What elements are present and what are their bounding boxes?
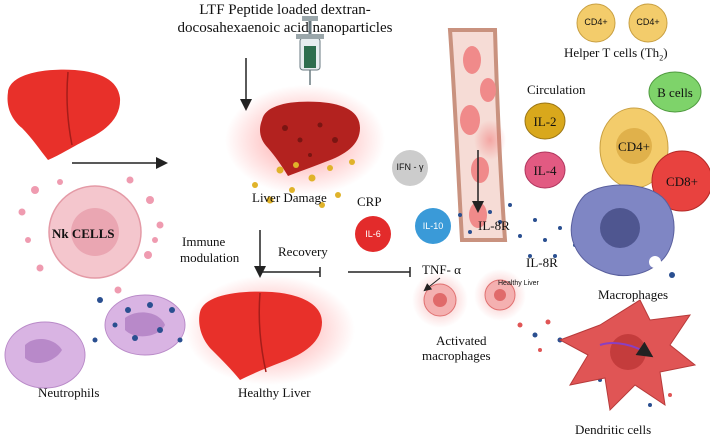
il10-label: IL-10: [422, 221, 444, 231]
nk-cells-label: Nk CELLS: [52, 226, 115, 241]
immune-label-2: modulation: [180, 250, 240, 265]
dendritic-label: Dendritic cells: [575, 422, 652, 437]
dendritic-cell-icon: [558, 299, 697, 412]
il8r-label-2: IL-8R: [526, 255, 558, 270]
nk-cell-icon: [18, 176, 164, 294]
il2-label: IL-2: [533, 114, 557, 129]
macrophages-label: Macrophages: [598, 287, 669, 302]
recovery-label: Recovery: [278, 244, 328, 259]
damaged-liver-icon: [225, 85, 385, 195]
il10-bubble: [415, 208, 451, 244]
activated-label-1: Activated: [436, 333, 487, 348]
ifn-gamma-label: IFN - γ: [396, 162, 424, 172]
b-cell: [648, 71, 702, 113]
activated-label-2: macrophages: [422, 348, 491, 363]
il6-bubble: [355, 216, 391, 252]
il4-label: IL-4: [533, 163, 557, 178]
macrophage-icon: [570, 184, 675, 278]
neutrophils-label: Neutrophils: [38, 385, 100, 400]
small-healthy-liver-label: Healthy Liver: [498, 280, 539, 287]
cd4-small-b-label: CD4+: [636, 17, 660, 27]
title-line-1: LTF Peptide loaded dextran-: [199, 2, 371, 18]
healthy-liver-icon: [185, 275, 355, 385]
neutrophils-icon: [4, 294, 186, 389]
nanoparticles: [252, 159, 355, 208]
crp-label: CRP: [357, 194, 382, 209]
il2-bubble: [524, 102, 566, 140]
title-line-2: docosahexaenoic acid nanoparticles: [177, 20, 393, 36]
il8r-label-1: IL-8R: [478, 218, 510, 233]
il4-bubble: [524, 151, 566, 189]
liver-icon-start: [7, 69, 121, 160]
cd4-small-b: [628, 3, 668, 43]
tnf-arrow: [423, 277, 441, 292]
blood-vessel: [447, 28, 508, 242]
healthy-liver-label: Healthy Liver: [238, 385, 311, 400]
cd8-label: CD8+: [666, 174, 698, 189]
cd8-cell: [651, 150, 710, 212]
b-cells-label: B cells: [657, 85, 693, 100]
syringe-icon: [296, 16, 324, 85]
il6-label: IL-6: [365, 229, 381, 239]
cd4-small-a-label: CD4+: [584, 17, 608, 27]
circulation-label: Circulation: [527, 82, 586, 97]
immune-label-1: Immune: [182, 234, 226, 249]
helper-t-label: Helper T cells (Th2): [564, 45, 668, 63]
cd4-small-a: [576, 3, 616, 43]
il8r-dots: [458, 203, 577, 258]
cd4-large-label: CD4+: [618, 139, 650, 154]
tnf-alpha-label: TNF- α: [422, 262, 461, 277]
liver-damage-label: Liver Damage: [252, 190, 327, 205]
ifn-gamma-bubble: [392, 150, 428, 186]
